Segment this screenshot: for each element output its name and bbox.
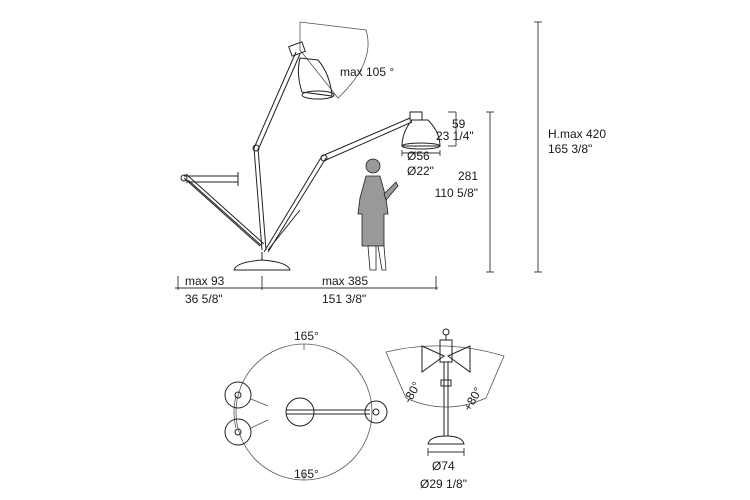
arm-folded-back (180, 172, 265, 247)
mid-height-mm: 281 (458, 169, 478, 183)
mid-height-in: 110 5/8" (435, 186, 478, 200)
front-reach-in: 151 3/8" (322, 292, 366, 306)
front-reach-mm: max 385 (322, 274, 368, 288)
max-height-in: 165 3/8" (548, 142, 592, 156)
shade-height-mm: 59 (452, 117, 466, 131)
shade-diameter-mm: Ø56 (407, 149, 430, 163)
rotation-bottom-label: 165° (294, 467, 319, 481)
max-height-mm: H.max 420 (548, 127, 606, 141)
top-view: 165° 165° (224, 329, 388, 481)
lamp-base (233, 259, 291, 271)
top-base (285, 397, 315, 427)
human-scale-figure (357, 158, 399, 271)
shade-diameter-in: Ø22" (407, 164, 434, 178)
swivel-left-label: -80° (400, 379, 423, 405)
side-view: max 105 ° 59 23 1/4" Ø56 Ø22" 281 110 5/… (175, 21, 606, 306)
base-diameter-in: Ø29 1/8" (420, 477, 467, 491)
shade-high (297, 57, 333, 97)
front-view: -80° +80° Ø74 Ø29 1/8" (385, 328, 505, 491)
base-diameter-mm: Ø74 (432, 459, 455, 473)
tilt-label: max 105 ° (340, 65, 394, 79)
tilt-range-arc (299, 21, 369, 99)
shade-height-in: 23 1/4" (436, 129, 474, 143)
rotation-circle (235, 343, 373, 481)
rotation-top-label: 165° (294, 329, 319, 343)
back-reach-mm: max 93 (185, 274, 225, 288)
arm-extended (263, 111, 441, 253)
front-base (427, 435, 465, 445)
swivel-right-label: +80° (460, 385, 485, 414)
back-reach-in: 36 5/8" (185, 292, 223, 306)
arm-max-height (252, 41, 335, 251)
